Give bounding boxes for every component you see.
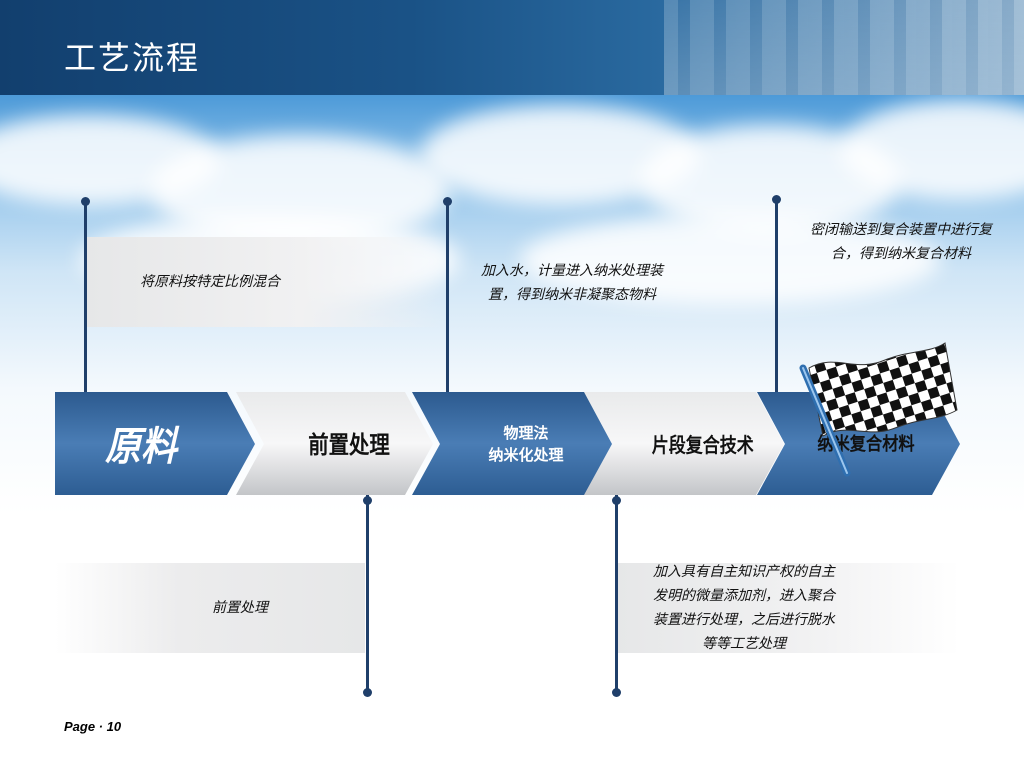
connector-dot-3 (443, 197, 452, 206)
connector-dot-2b (363, 688, 372, 697)
step-nanocomposite-label: 纳米复合材料 (817, 434, 915, 455)
step-nano-processing-line1: 物理法 (503, 424, 549, 442)
connector-dot-1 (81, 197, 90, 206)
header-building-image (664, 0, 1024, 95)
connector-line-3 (446, 202, 449, 392)
note-additive-line3: 装置进行处理，之后进行脱水 (653, 612, 835, 628)
note-water: 加入水，计量进入纳米处理装 置，得到纳米非凝聚态物料 (452, 259, 692, 307)
page-title: 工艺流程 (64, 39, 201, 77)
note-additive-line2: 发明的微量添加剂，进入聚合 (653, 588, 835, 604)
step-nano-processing-line2: 纳米化处理 (488, 446, 564, 464)
step-fragment-composite (584, 392, 784, 495)
connector-line-1 (84, 202, 87, 392)
note-water-line2: 置，得到纳米非凝聚态物料 (488, 287, 656, 303)
note-panel-additive (615, 563, 960, 653)
checkered-flag-icon (799, 342, 958, 477)
header-bar: 工艺流程 (0, 0, 1024, 95)
connector-dot-2a (363, 496, 372, 505)
connector-dot-4a (612, 496, 621, 505)
note-additive-line4: 等等工艺处理 (702, 636, 786, 652)
note-mix: 将原料按特定比例混合 (140, 274, 280, 290)
note-pre: 前置处理 (212, 600, 268, 616)
step-fragment-composite-label: 片段复合技术 (651, 433, 754, 457)
connector-line-4 (615, 495, 618, 693)
note-additive-line1: 加入具有自主知识产权的自主 (653, 564, 835, 580)
step-pretreatment (236, 392, 433, 495)
note-sealed: 密闭输送到复合装置中进行复 合，得到纳米复合材料 (782, 218, 1020, 266)
step-raw-material (55, 392, 255, 495)
step-pretreatment-label: 前置处理 (308, 431, 390, 459)
note-water-line1: 加入水，计量进入纳米处理装 (481, 263, 663, 279)
step-raw-material-label: 原料 (105, 424, 177, 470)
note-panel-mix (85, 237, 445, 327)
connector-line-5 (775, 200, 778, 392)
connector-dot-4b (612, 688, 621, 697)
connector-dot-5 (772, 195, 781, 204)
step-nano-processing-label: 物理法 纳米化处理 (478, 422, 574, 466)
step-nano-processing (412, 392, 613, 495)
note-panel-pre (55, 563, 365, 653)
connector-line-2 (366, 495, 369, 693)
note-sealed-line1: 密闭输送到复合装置中进行复 (810, 222, 992, 238)
note-additive: 加入具有自主知识产权的自主 发明的微量添加剂，进入聚合 装置进行处理，之后进行脱… (625, 560, 863, 656)
page-number: Page · 10 (64, 719, 122, 734)
note-sealed-line2: 合，得到纳米复合材料 (831, 246, 971, 262)
